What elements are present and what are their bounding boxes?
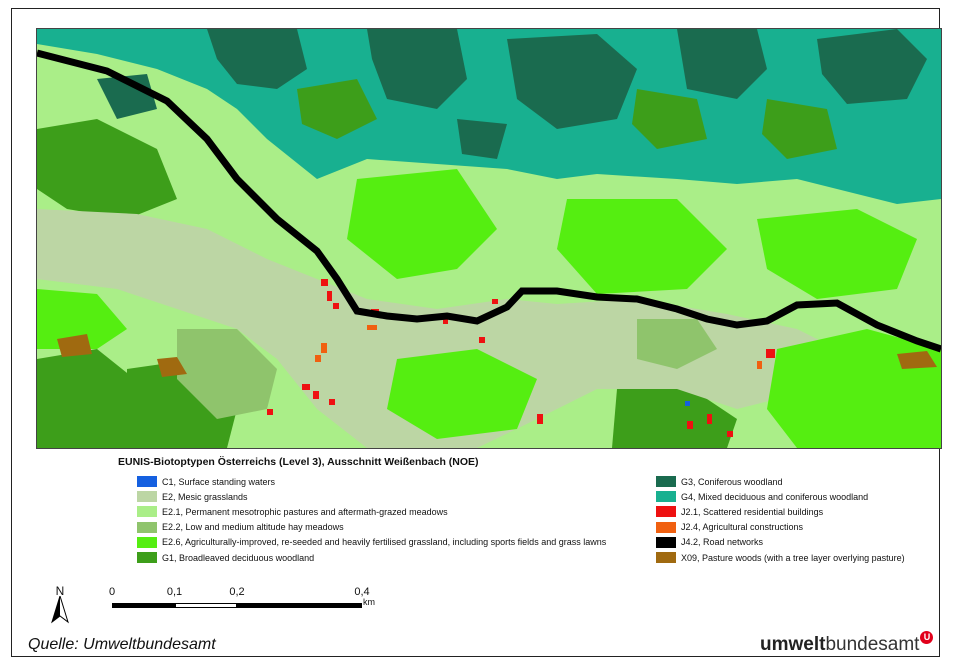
area-g1-4 — [762, 99, 837, 159]
area-x09-2 — [157, 357, 187, 377]
legend-item-right-3: J2.4, Agricultural constructions — [656, 520, 905, 535]
area-g3-4 — [677, 29, 767, 99]
legend-item-left-3: E2.2, Low and medium altitude hay meadow… — [137, 520, 606, 535]
scale-tick-label: 0 — [108, 586, 116, 598]
area-g3-1 — [207, 29, 307, 89]
legend-title: EUNIS-Biotoptypen Österreichs (Level 3),… — [118, 456, 479, 468]
area-e26-6 — [37, 289, 127, 349]
legend-label: E2, Mesic grasslands — [162, 491, 248, 502]
legend-swatch — [656, 536, 676, 548]
legend-swatch — [656, 491, 676, 503]
legend-label: G3, Coniferous woodland — [681, 476, 783, 487]
legend-swatch — [137, 506, 157, 518]
legend-swatch — [137, 521, 157, 533]
area-x09-1 — [57, 334, 92, 357]
legend-swatch — [656, 476, 676, 488]
agricultural-constructions — [315, 325, 762, 369]
legend-label: J2.1, Scattered residential buildings — [681, 506, 824, 517]
north-letter: N — [55, 584, 65, 598]
legend-label: E2.6, Agriculturally-improved, re-seeded… — [162, 537, 607, 548]
legend-label: E2.1, Permanent mesotrophic pastures and… — [162, 506, 448, 517]
legend-swatch — [137, 552, 157, 564]
area-e26-3 — [757, 209, 917, 299]
area-e22-2 — [637, 319, 717, 369]
scale-unit: km — [363, 597, 375, 607]
legend-item-left-1: E2, Mesic grasslands — [137, 489, 606, 504]
area-e26-1 — [347, 169, 497, 279]
brand-mark-icon: U — [920, 631, 934, 644]
legend-item-right-4: J4.2, Road networks — [656, 535, 905, 550]
area-g1-7 — [612, 379, 737, 448]
legend-item-right-1: G4, Mixed deciduous and coniferous woodl… — [656, 489, 905, 504]
area-g1-1 — [37, 119, 177, 219]
scale-bar: km 0 0,1 0,2 0,4 — [108, 586, 398, 616]
area-e2-valley — [37, 209, 837, 448]
scale-segment — [112, 603, 175, 608]
map-canvas — [37, 29, 941, 448]
area-g3-3 — [507, 34, 637, 129]
source-credit: Quelle: Umweltbundesamt — [28, 636, 216, 653]
legend-swatch — [137, 491, 157, 503]
scale-segment — [237, 603, 362, 608]
legend-item-right-5: X09, Pasture woods (with a tree layer ov… — [656, 550, 905, 565]
legend-swatch — [656, 552, 676, 564]
area-e22-1 — [177, 329, 277, 419]
area-g3-5 — [817, 29, 927, 104]
area-x09-3 — [897, 351, 937, 369]
legend-swatch — [656, 521, 676, 533]
legend-item-right-0: G3, Coniferous woodland — [656, 474, 905, 489]
legend-swatch — [137, 536, 157, 548]
north-arrow: N — [48, 584, 72, 624]
scale-tick-label: 0,4 — [354, 586, 370, 598]
area-g3-2 — [367, 29, 467, 109]
area-g1-2 — [297, 79, 377, 139]
legend-label: G1, Broadleaved deciduous woodland — [162, 552, 315, 563]
north-arrow-icon — [51, 596, 69, 624]
legend-item-left-2: E2.1, Permanent mesotrophic pastures and… — [137, 504, 606, 519]
scale-tick-label: 0,1 — [166, 586, 183, 598]
legend-label: J4.2, Road networks — [681, 537, 764, 548]
area-e26-4 — [767, 329, 941, 448]
legend-label: E2.2, Low and medium altitude hay meadow… — [162, 522, 344, 533]
legend-item-left-0: C1, Surface standing waters — [137, 474, 606, 489]
area-e26-2 — [557, 199, 727, 294]
road-network — [37, 49, 941, 353]
legend-item-left-4: E2.6, Agriculturally-improved, re-seeded… — [137, 535, 606, 550]
figure-frame — [11, 8, 942, 657]
scale-segment — [174, 603, 237, 608]
biotope-map[interactable] — [36, 28, 942, 449]
area-g1-3 — [632, 89, 707, 149]
legend-item-right-2: J2.1, Scattered residential buildings — [656, 504, 905, 519]
legend-swatch — [656, 506, 676, 518]
area-c1-water — [685, 401, 690, 406]
scale-tick-label: 0,2 — [229, 586, 245, 598]
brand-bold-text: umwelt — [760, 634, 826, 655]
legend-swatch — [137, 476, 157, 488]
legend-label: J2.4, Agricultural constructions — [681, 522, 804, 533]
legend-item-left-5: G1, Broadleaved deciduous woodland — [137, 550, 606, 565]
legend-label: X09, Pasture woods (with a tree layer ov… — [681, 552, 905, 563]
brand-regular-text: bundesamt — [825, 634, 920, 655]
area-e26-5 — [387, 349, 537, 439]
legend-label: G4, Mixed deciduous and coniferous woodl… — [681, 491, 869, 502]
legend-label: C1, Surface standing waters — [162, 476, 276, 487]
area-g3-7 — [457, 119, 507, 159]
